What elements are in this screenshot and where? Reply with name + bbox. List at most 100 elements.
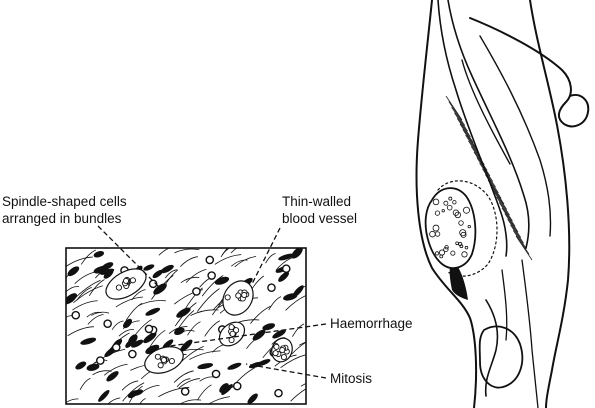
tissue-fibre — [104, 236, 114, 247]
tissue-fibre — [121, 380, 139, 391]
tumour-texture-dot — [450, 250, 456, 256]
red-blood-cell — [154, 353, 161, 360]
spindle-nucleus — [86, 363, 100, 371]
tissue-fibre — [185, 268, 207, 283]
tissue-fibre — [207, 396, 231, 404]
hatch-stroke — [448, 101, 466, 126]
tissue-fibre — [180, 276, 200, 284]
tissue-fibre — [86, 311, 102, 318]
spindle-nucleus — [67, 266, 80, 277]
leg-inner-contour — [529, 0, 571, 408]
tissue-fibre — [146, 223, 165, 245]
tumour-texture-dot — [459, 244, 464, 249]
red-blood-cell — [273, 343, 280, 350]
hatch-stroke — [515, 235, 533, 261]
tumour-texture-dot — [441, 209, 445, 213]
leader-lines — [97, 225, 327, 379]
tissue-fibre — [174, 248, 200, 254]
tissue-fibre — [214, 254, 242, 265]
spindle-nucleus — [174, 327, 185, 335]
label-haemorrhage-text: Haemorrhage — [330, 316, 413, 331]
tissue-fibre — [268, 296, 282, 311]
tissue-fibre — [250, 305, 271, 324]
round-cell — [96, 356, 105, 365]
tissue-fibre — [196, 288, 220, 312]
tumour-mass — [424, 187, 477, 269]
tumour-texture-dot — [448, 196, 453, 201]
spindle-nucleus — [127, 390, 139, 399]
leader-blood-vessel — [251, 227, 281, 285]
tissue-fibre — [67, 326, 94, 337]
tissue-fibre — [231, 259, 248, 267]
spindle-nucleus — [106, 371, 119, 382]
tissue-fibre — [80, 249, 97, 265]
label-blood-vessel-line1: Thin-walled — [282, 194, 352, 209]
tissue-fibre — [138, 300, 166, 307]
tissue-fibre — [179, 399, 202, 404]
hatch-stroke — [465, 135, 482, 160]
spindle-nucleus — [75, 361, 87, 370]
tumour-texture-dot — [467, 225, 471, 229]
muscle-band — [437, 0, 508, 257]
red-blood-cell — [241, 291, 248, 299]
hatch-stroke — [498, 202, 516, 227]
round-cell — [232, 381, 242, 391]
tissue-fibre — [122, 382, 145, 402]
tumour-texture-dot — [434, 210, 441, 216]
tissue-fibre — [188, 248, 190, 250]
red-blood-cell — [122, 277, 130, 284]
tissue-fibre — [158, 248, 171, 256]
red-blood-cell — [280, 354, 287, 361]
spindle-nucleus — [278, 253, 295, 261]
red-blood-cell — [160, 356, 167, 364]
muscle-band — [461, 59, 511, 165]
tissue-fibre — [310, 331, 327, 343]
label-blood-vessel-line2: blood vessel — [282, 211, 358, 226]
tissue-fibre — [125, 302, 143, 321]
tissue-fibre — [300, 383, 306, 387]
tissue-fibre — [66, 286, 80, 293]
tissue-fibre — [196, 384, 212, 401]
tissue-fibre — [111, 320, 124, 330]
leg-outer-contour — [415, 0, 478, 408]
label-mitosis: Mitosis — [330, 370, 372, 387]
patella — [478, 325, 524, 389]
hatch-stroke — [507, 219, 524, 244]
tissue-fibre — [115, 296, 143, 308]
tumour-texture-dot — [435, 251, 440, 256]
label-mitosis-text: Mitosis — [330, 371, 373, 386]
hatch-stroke — [468, 140, 485, 165]
hatch-stroke — [456, 118, 474, 143]
round-cell — [128, 349, 137, 359]
label-spindle-cells-line1: Spindle-shaped cells — [2, 194, 127, 209]
spindle-nucleus — [292, 285, 304, 298]
muscle-hatching — [445, 95, 533, 261]
tissue-fibre — [204, 320, 221, 337]
red-blood-cell — [235, 292, 242, 299]
muscle-band — [447, 0, 530, 249]
round-cell — [144, 324, 154, 334]
tissue-fibre — [139, 398, 146, 404]
label-spindle-cells-line2: arranged in bundles — [2, 211, 122, 226]
round-cell — [103, 319, 112, 328]
label-blood-vessel: Thin-walled blood vessel — [282, 193, 357, 227]
tumour-texture-dot — [432, 198, 440, 206]
tissue-fibre — [204, 231, 221, 244]
round-cell — [281, 264, 291, 274]
round-cell — [274, 388, 283, 398]
tissue-fibre — [178, 378, 200, 389]
tissue-fibre — [180, 256, 198, 267]
hatch-stroke — [484, 174, 502, 199]
spindle-nucleus — [123, 318, 133, 329]
tissue-fibre — [190, 309, 219, 316]
hatch-stroke — [490, 185, 508, 210]
tissue-fibre — [79, 378, 91, 390]
leg-illustration — [415, 0, 590, 408]
round-cell — [267, 283, 276, 292]
round-cell — [71, 310, 81, 320]
tumour-texture-dot — [460, 231, 467, 238]
tumour-texture-dot — [443, 200, 449, 206]
tendon-line — [501, 269, 508, 341]
spindle-nucleus — [197, 363, 214, 370]
tissue-fibre — [230, 228, 241, 242]
